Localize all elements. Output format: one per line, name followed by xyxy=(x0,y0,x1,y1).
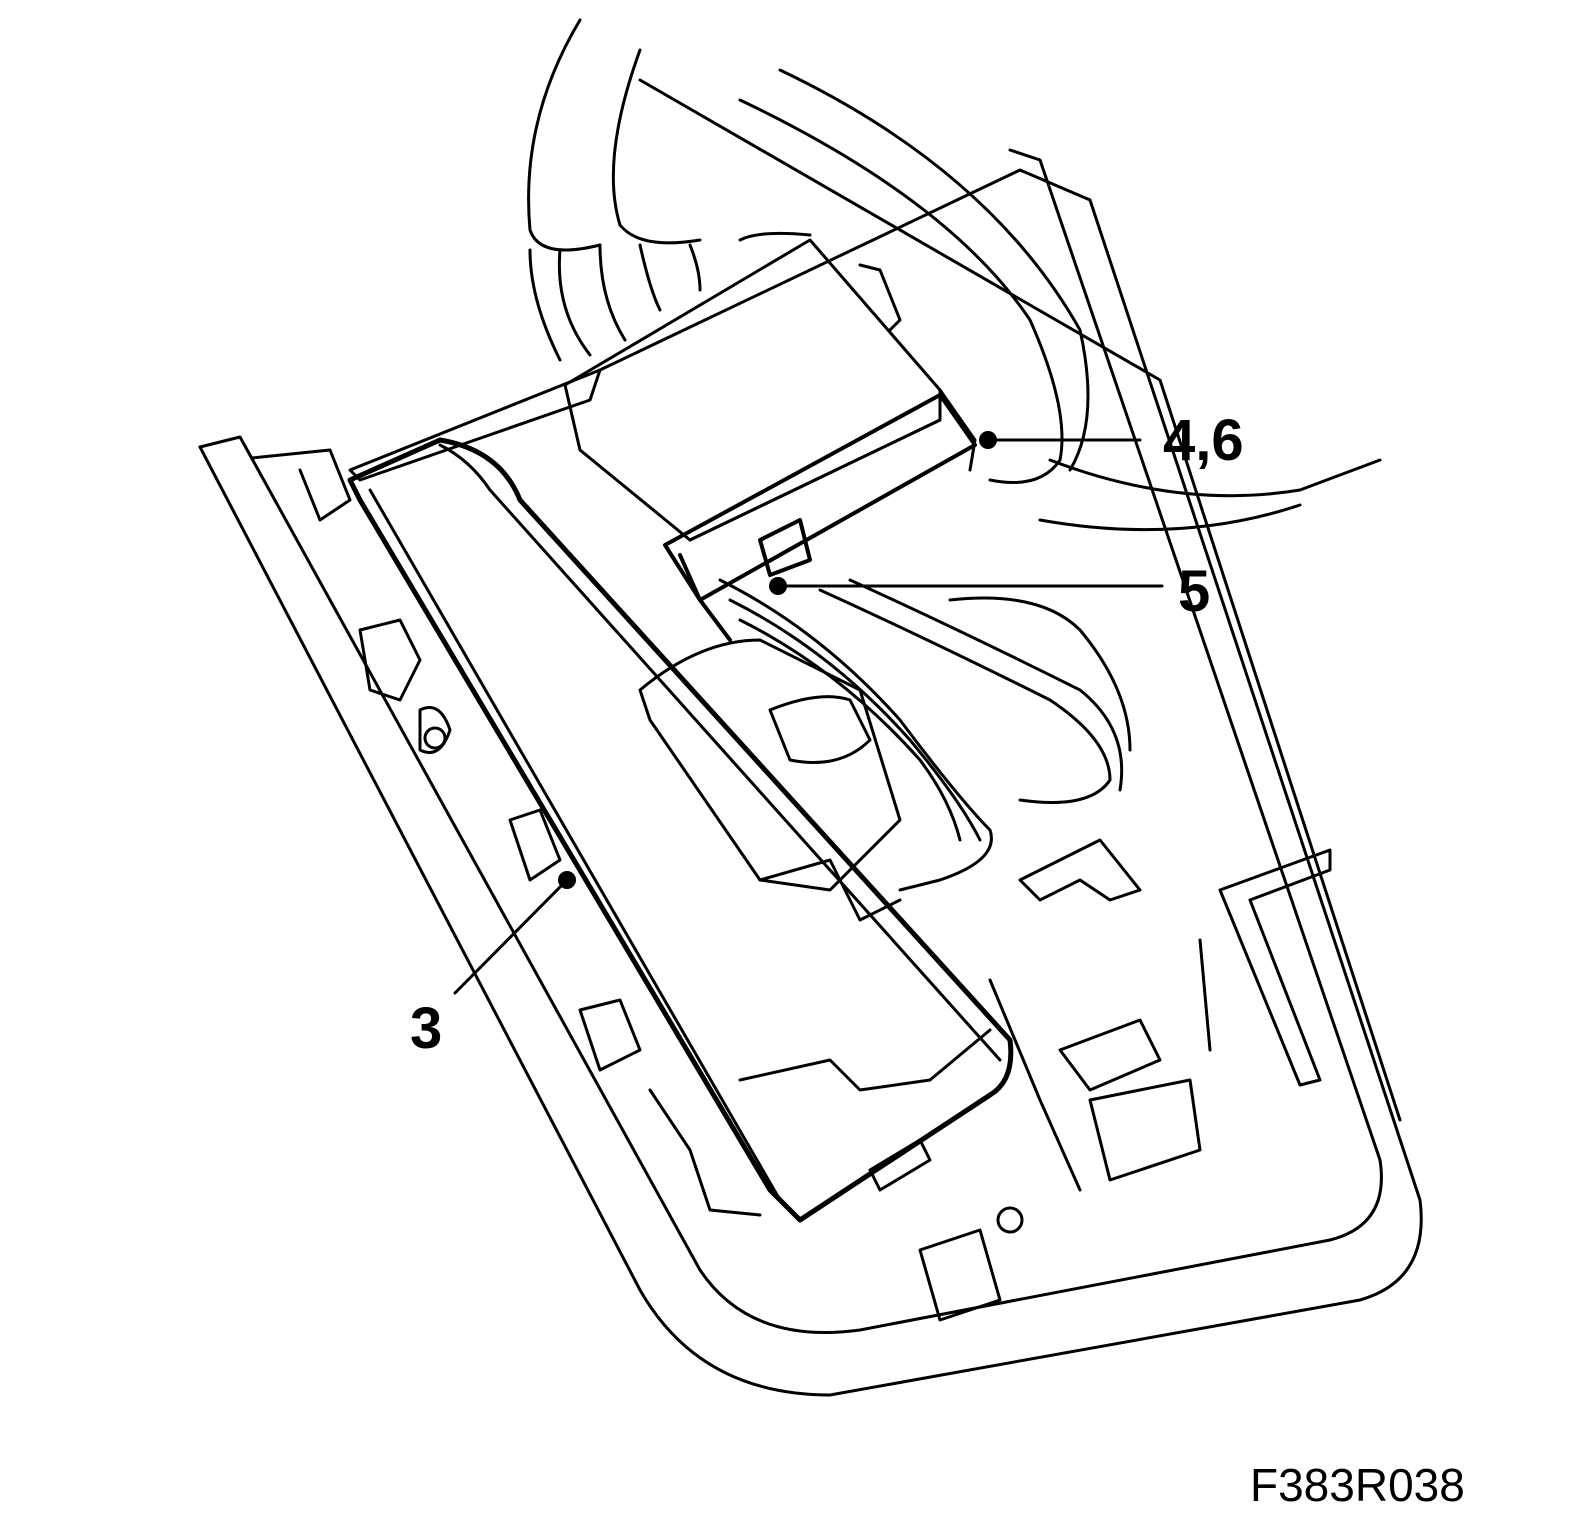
leader-lines xyxy=(453,438,1164,995)
control-module xyxy=(563,238,977,542)
leader-line-3 xyxy=(453,878,569,995)
connector-block xyxy=(663,393,977,642)
mounting-clips xyxy=(358,618,762,1217)
callout-dots xyxy=(558,431,997,889)
wiring-harness xyxy=(527,18,1382,532)
housing-frame xyxy=(198,78,1423,1397)
lens-strip xyxy=(347,437,1014,1223)
callout-label-3: 3 xyxy=(410,996,443,1061)
motor-unit xyxy=(638,638,992,1192)
callout-label-4-6: 4,6 xyxy=(1163,408,1244,473)
figure-reference-id: F383R038 xyxy=(1250,1459,1465,1511)
callout-dot-46 xyxy=(979,431,997,449)
callout-dot-3 xyxy=(558,871,576,889)
callout-label-5: 5 xyxy=(1178,559,1211,624)
callout-dot-5 xyxy=(769,577,787,595)
latch-bracket xyxy=(423,726,1202,1322)
wire-bundle xyxy=(718,578,1132,892)
